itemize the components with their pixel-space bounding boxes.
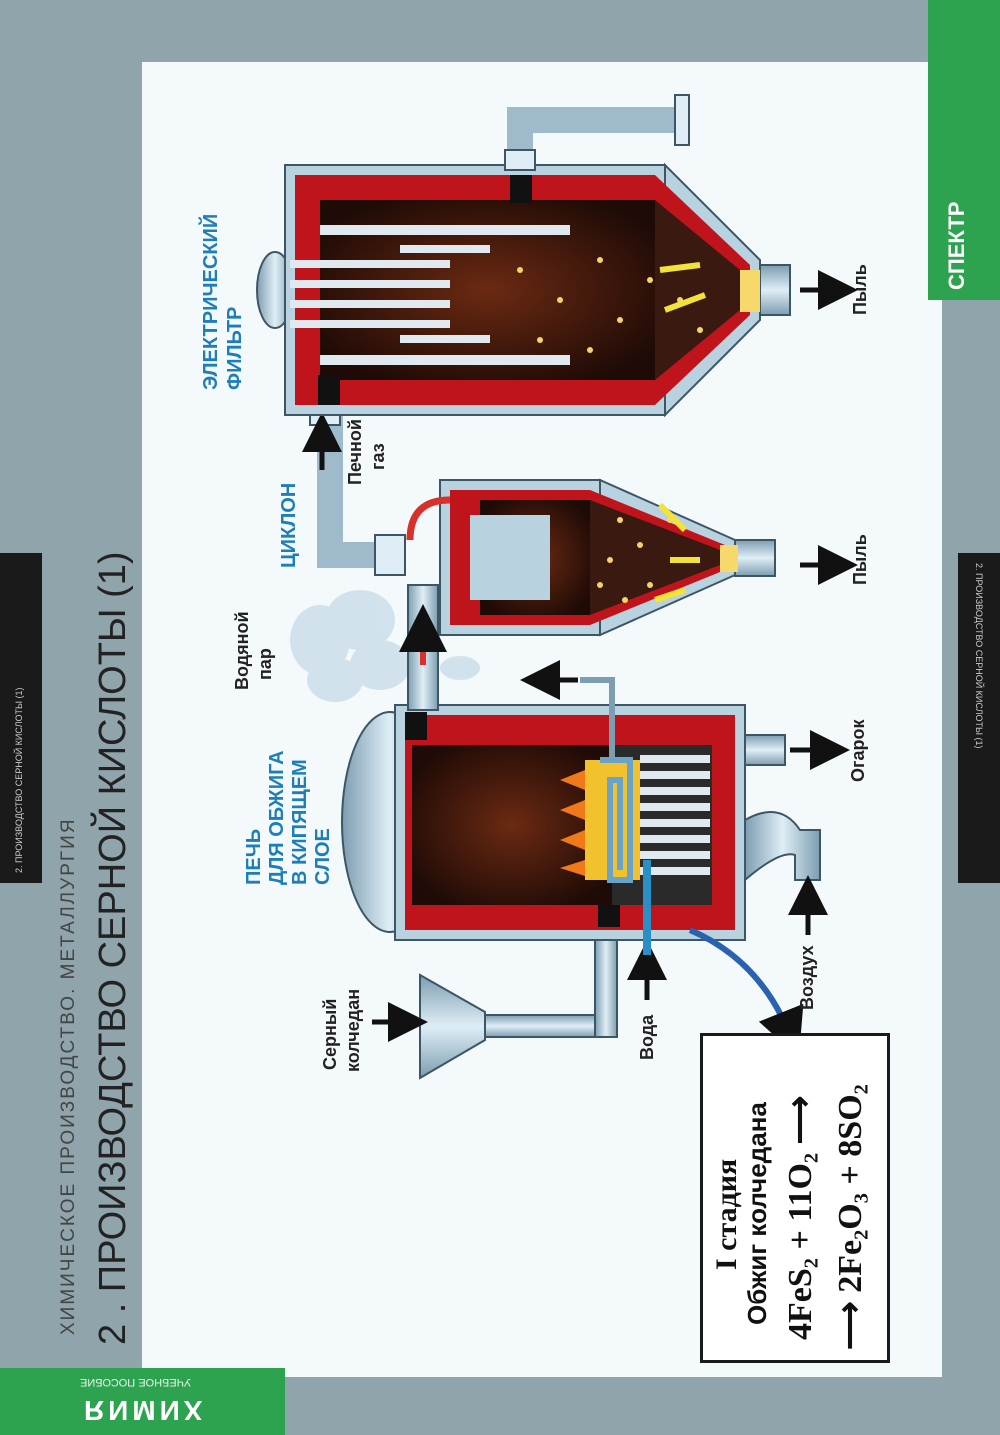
- electric-filter: [256, 94, 791, 418]
- pyrite-label-1: Серный: [320, 998, 340, 1070]
- flames: [560, 770, 585, 876]
- steam-pipe: [580, 677, 615, 760]
- pyrite-label-2: колчедан: [343, 988, 363, 1072]
- kiln-gas-label-1: Печной: [345, 419, 365, 485]
- cyclone-particles: [597, 517, 693, 603]
- filter-title-2: ФИЛЬТР: [224, 306, 246, 390]
- cyclone-title: ЦИКЛОН: [278, 482, 300, 568]
- cooling-coil: [600, 757, 633, 883]
- steam-cloud: [290, 590, 480, 702]
- cinder-label: Огарок: [848, 719, 868, 782]
- furnace-title-2: ДЛЯ ОБЖИГА: [266, 750, 288, 885]
- stage-subtitle: Обжиг колчедана: [742, 1102, 772, 1325]
- roasting-furnace: [341, 704, 821, 941]
- furnace-grate: [640, 755, 710, 875]
- equation-line-1: 4FeS₂ + 11O₂ ⟶: [782, 1095, 819, 1340]
- water-label: Вода: [637, 1014, 657, 1060]
- cyclone-dust-label: Пыль: [850, 534, 870, 585]
- air-label: Воздух: [797, 945, 817, 1010]
- right-side-tab: 2. ПРОИЗВОДСТВО СЕРНОЙ КИСЛОТЫ (1): [958, 553, 1000, 883]
- publisher-tag: СПЕКТР: [928, 0, 1000, 300]
- cyclone: [406, 478, 776, 637]
- steam-label-1: Водяной: [232, 611, 252, 690]
- left-side-tab: 2. ПРОИЗВОДСТВО СЕРНОЙ КИСЛОТЫ (1): [0, 553, 42, 883]
- filter-arrows: [659, 262, 707, 313]
- stage-box: [700, 1033, 890, 1363]
- stage-title: I стадия: [710, 1158, 743, 1270]
- filter-title-1: ЭЛЕКТРИЧЕСКИЙ: [200, 213, 222, 390]
- cyclone-arrows: [654, 502, 700, 603]
- gas-riser: [399, 584, 447, 711]
- filter-dust-label: Пыль: [850, 264, 870, 315]
- pyrite-funnel: [419, 924, 618, 1080]
- furnace-title-3: В КИПЯЩЕМ: [289, 759, 311, 885]
- filter-electrodes: [290, 225, 570, 365]
- steam-label-2: пар: [255, 648, 275, 680]
- equation-line-2: ⟶ 2Fe₂O₃ + 8SO₂: [832, 1084, 869, 1350]
- stage-pointer-arrow: [688, 927, 804, 1058]
- kiln-gas-label-2: газ: [368, 443, 388, 470]
- filter-particles: [517, 257, 703, 353]
- furnace-title-1: ПЕЧЬ: [243, 828, 265, 885]
- brand-tag: УЧЕБНОЕ ПОСОБИЕ ХИМИЯ: [0, 1368, 285, 1435]
- furnace-title-4: СЛОЕ: [312, 828, 334, 885]
